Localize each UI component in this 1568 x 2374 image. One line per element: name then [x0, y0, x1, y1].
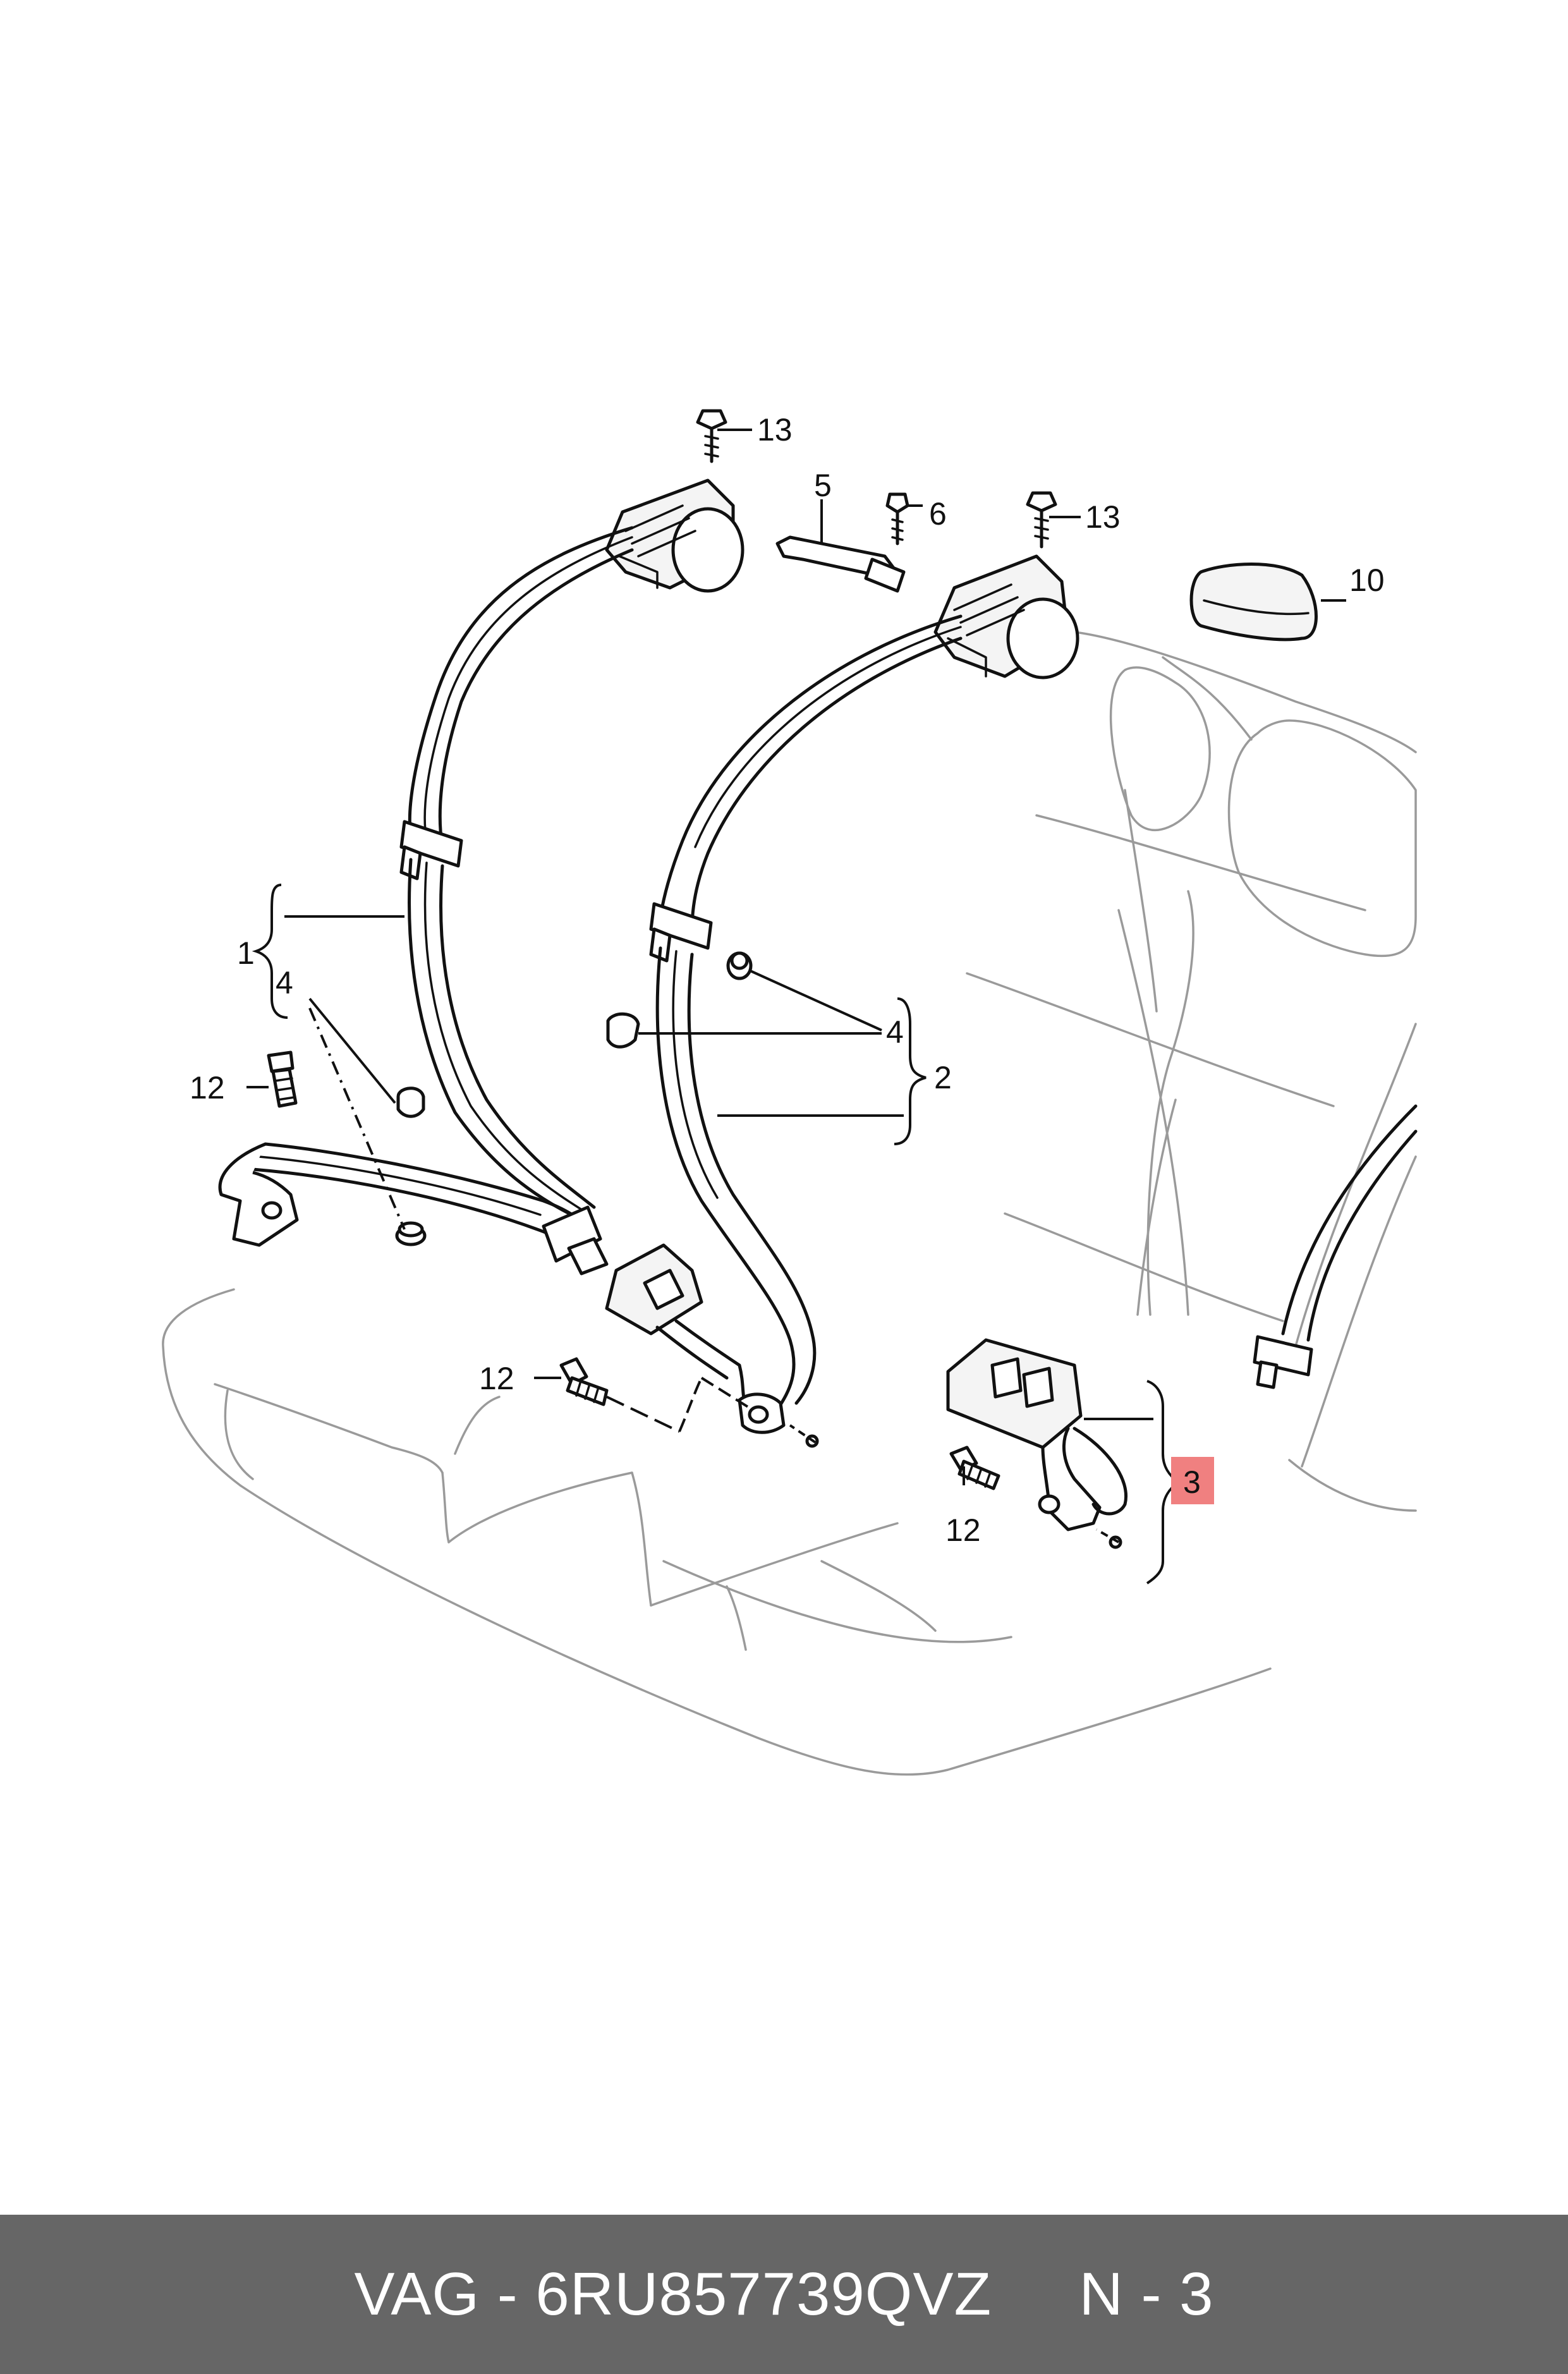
belt-retractor-left [605, 478, 744, 593]
callout-1: 1 [237, 935, 255, 971]
part-number-footer: VAG - 6RU857739QVZ N - 3 [0, 2215, 1568, 2374]
callout-13-left: 13 [757, 412, 793, 447]
callout-12-middle: 12 [479, 1361, 514, 1396]
cap-10 [1189, 563, 1318, 642]
seat-belt-assembly-1 [218, 409, 744, 1275]
callout-4-right: 4 [886, 1014, 904, 1050]
belt-retractor-right [933, 554, 1079, 679]
bolt-12-upper [267, 1050, 298, 1108]
rear-seat-outline [162, 631, 1417, 1776]
bolt-13-right [1026, 491, 1057, 549]
buckle-assembly-3 [946, 1338, 1127, 1549]
cover-trim-5 [775, 535, 906, 593]
callout-12-upper: 12 [190, 1070, 225, 1105]
grommet-4-right-lower [606, 1012, 640, 1049]
buckle-left [605, 1243, 754, 1418]
callout-10: 10 [1349, 563, 1385, 598]
footer-part-number-text: VAG - 6RU857739QVZ N - 3 [354, 2260, 1214, 2328]
callout-2: 2 [934, 1060, 952, 1095]
callout-labels: 13 5 6 13 10 1 4 4 2 12 12 3 12 [190, 412, 1385, 1548]
callout-3: 3 [1183, 1464, 1201, 1500]
seat-belt-assembly-2 [605, 491, 1079, 1448]
seat-belt-exploded-diagram: 13 5 6 13 10 1 4 4 2 12 12 3 12 [162, 409, 1418, 1776]
grommet-4-right-upper [726, 951, 753, 980]
anchor-lower-center [738, 1392, 819, 1448]
bolt-12-middle [559, 1357, 609, 1406]
bolt-12-right [949, 1446, 1000, 1490]
bolt-6 [885, 492, 909, 545]
bolt-13-left [696, 409, 727, 463]
leader-lines [246, 429, 1346, 1585]
callout-4-left: 4 [276, 965, 293, 1001]
grommet-4-left-lower [395, 1221, 427, 1246]
callout-6: 6 [929, 496, 947, 532]
grommet-4-left-upper [396, 1087, 425, 1118]
seat-belt-far-right [1253, 1104, 1418, 1389]
callout-5: 5 [814, 468, 832, 503]
callout-3-highlight [1171, 1457, 1214, 1504]
anchor-plate-left [218, 1142, 299, 1247]
callout-12-right: 12 [945, 1513, 981, 1548]
callout-13-right: 13 [1085, 499, 1121, 535]
